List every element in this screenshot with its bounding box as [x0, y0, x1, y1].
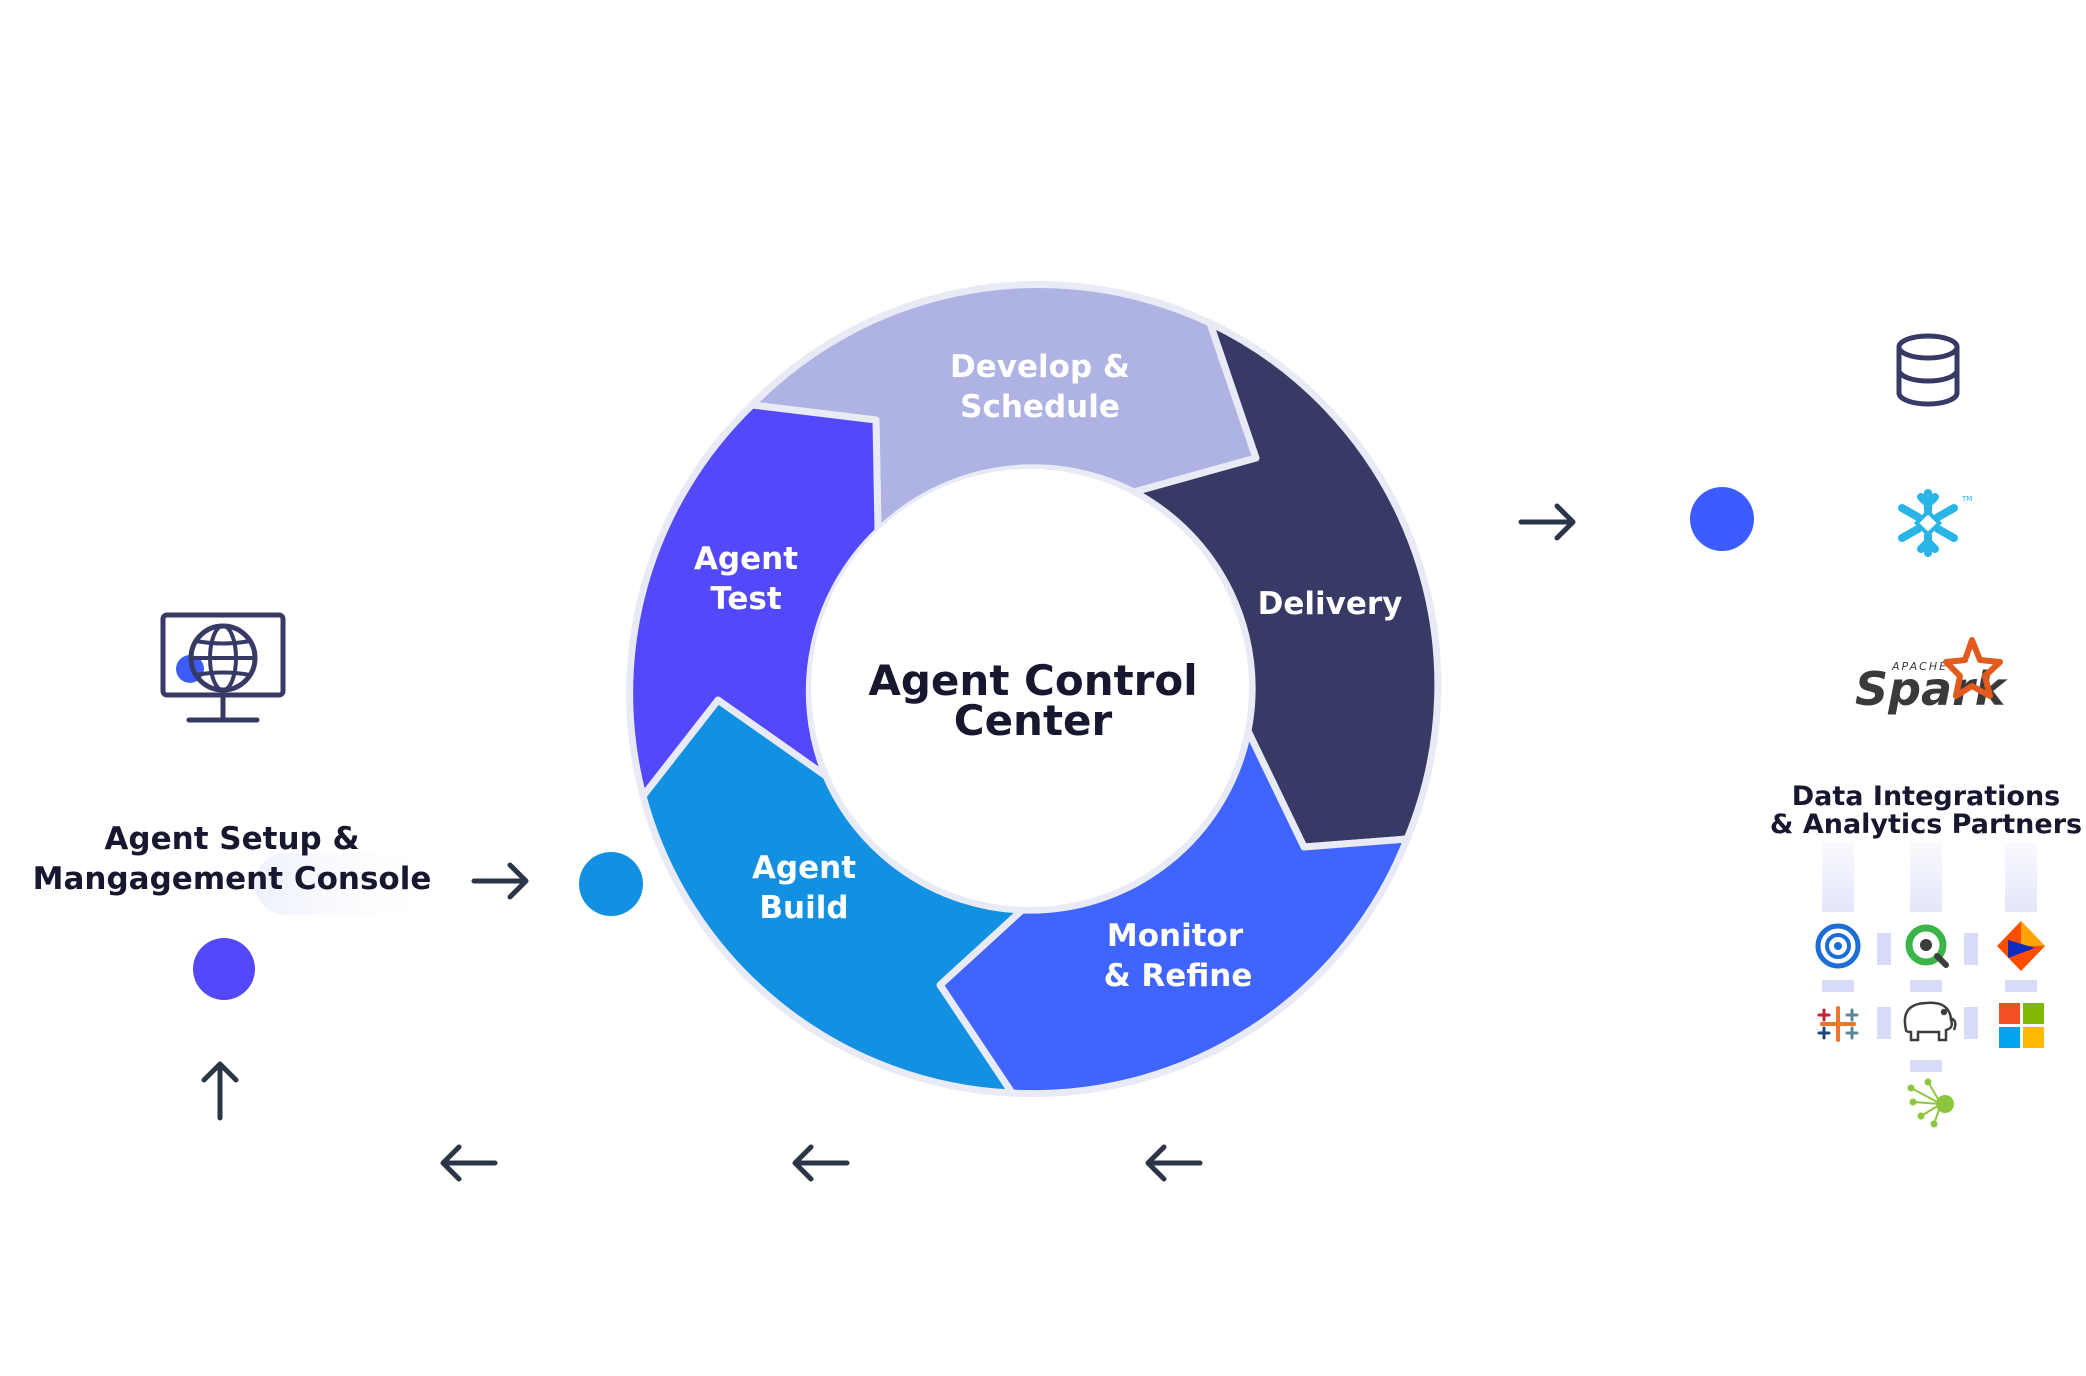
develop-label-line1: Develop &: [950, 349, 1130, 385]
node-build-entry: [579, 852, 643, 916]
dot-circle-logo: [1815, 923, 1861, 969]
database-icon: [1896, 333, 1960, 407]
arrow-up-console: [201, 1061, 239, 1121]
node-console: [193, 938, 255, 1000]
build-label-line2: Build: [759, 890, 848, 926]
center-title-line1: Agent Control: [868, 656, 1197, 705]
test-label-line2: Test: [710, 581, 782, 617]
microsoft-logo: [1999, 1003, 2044, 1048]
network-node-icon: [1907, 1078, 1954, 1128]
delivery-label: Delivery: [1258, 586, 1403, 622]
spark-name-text: Spark: [1855, 662, 2008, 716]
tableau-logo: [1817, 1006, 1859, 1042]
console-highlight: [255, 853, 440, 915]
hadoop-elephant-logo: [1903, 1001, 1957, 1042]
partners-label-line1: Data Integrations: [1792, 781, 2061, 812]
console-label-line2: Mangagement Console: [33, 861, 432, 897]
monitor-globe-icon: [160, 612, 286, 723]
arrow-left-2: [792, 1144, 850, 1182]
center-title-line2: Center: [954, 696, 1113, 745]
segment-agent-build[interactable]: [639, 696, 1026, 1097]
monitor-label-line2: & Refine: [1104, 958, 1253, 994]
svg-text:TM: TM: [1961, 495, 1972, 503]
monitor-label-line1: Monitor: [1107, 918, 1244, 954]
develop-label-line2: Schedule: [960, 389, 1120, 425]
qlik-logo: [1905, 924, 1949, 968]
cycle-ring: [626, 281, 1442, 1098]
segment-agent-test[interactable]: [626, 401, 882, 800]
informatica-logo: [1997, 921, 2045, 971]
center-hole: [811, 469, 1249, 907]
build-label-line1: Agent: [752, 850, 856, 886]
partner-connectors: [1822, 842, 2037, 912]
apache-spark-logo: APACHE Spark: [1855, 637, 2008, 716]
spark-apache-text: APACHE: [1891, 660, 1948, 673]
segment-delivery[interactable]: [1130, 319, 1442, 851]
arrow-right-console: [471, 862, 529, 900]
test-label-line1: Agent: [694, 541, 798, 577]
arrow-left-1: [1145, 1144, 1203, 1182]
partners-label-line2: & Analytics Partners: [1770, 809, 2082, 840]
console-label-line1: Agent Setup &: [104, 821, 359, 857]
partner-separators: [1822, 933, 2037, 1072]
arrow-right-delivery: [1518, 503, 1576, 541]
node-partners: [1690, 487, 1754, 551]
arrow-left-3: [440, 1144, 498, 1182]
snowflake-icon: TM: [1898, 489, 1972, 557]
